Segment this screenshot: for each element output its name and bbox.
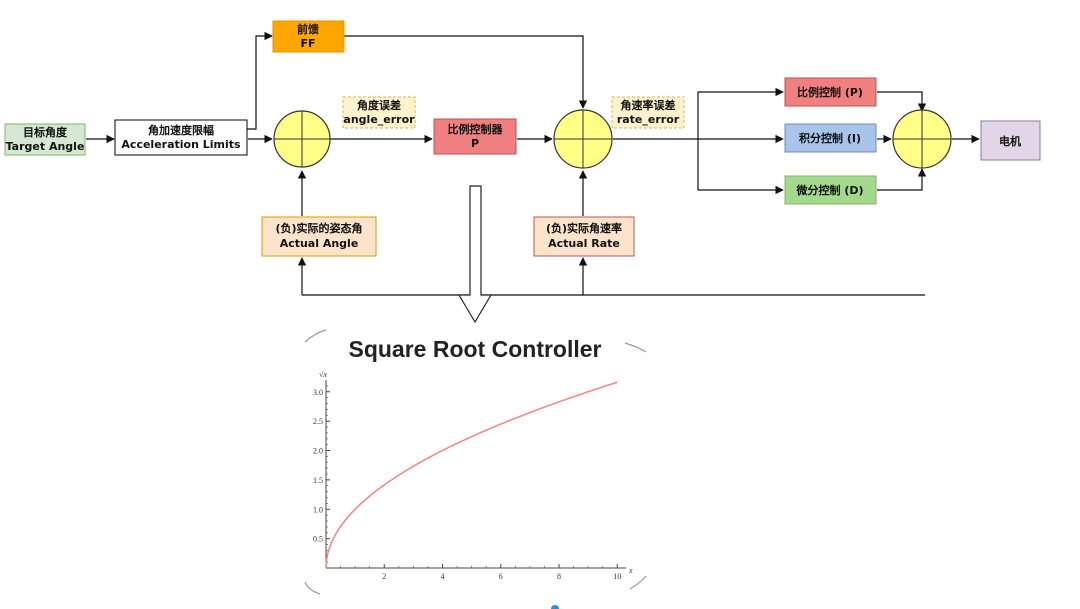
- block-label: (负)实际的姿态角: [275, 221, 362, 235]
- note-rate-error: 角速率误差 rate_error: [611, 96, 685, 129]
- note-label: 角度误差: [357, 98, 401, 112]
- block-label: 比例控制器: [448, 122, 504, 136]
- sum-junction-2: [553, 109, 613, 169]
- block-label: FF: [300, 37, 315, 50]
- block-pid-i: 积分控制 (I): [784, 123, 877, 153]
- block-pid-p: 比例控制 (P): [784, 77, 877, 107]
- block-pid-d: 微分控制 (D): [784, 175, 877, 205]
- wire-dctrl-to-sum3: [877, 168, 927, 191]
- wire-sum2-to-d-ctrl: [697, 139, 784, 195]
- block-motor: 电机: [980, 120, 1041, 161]
- block-label: Actual Rate: [548, 237, 620, 250]
- sum-junction-3: [892, 109, 952, 169]
- chart-corner-mark: [624, 342, 647, 353]
- block-label: 微分控制 (D): [795, 183, 863, 197]
- block-label: P: [471, 137, 479, 150]
- chart-corner-mark: [629, 575, 647, 590]
- y-tick-label: 2.0: [313, 447, 323, 456]
- chart-title: Square Root Controller: [348, 336, 601, 362]
- block-label: Acceleration Limits: [121, 138, 241, 151]
- connection-lines: [86, 31, 980, 296]
- block-label: 前馈: [297, 22, 319, 36]
- block-p-controller: 比例控制器 P: [433, 118, 517, 155]
- note-label: rate_error: [617, 113, 680, 126]
- block-feedforward: 前馈 FF: [272, 20, 345, 53]
- x-tick-label: 10: [613, 572, 621, 581]
- y-tick-label: 1.5: [313, 476, 323, 485]
- y-tick-label: 2.5: [313, 417, 323, 426]
- block-label: Target Angle: [6, 140, 85, 153]
- wire-pctrl-to-sum3: [877, 91, 927, 112]
- note-label: 角速率误差: [621, 98, 676, 112]
- block-label: 目标角度: [23, 125, 68, 139]
- chart-corner-mark: [304, 329, 327, 343]
- chart-corner-mark: [304, 581, 321, 595]
- note-label: angle_error: [343, 113, 415, 126]
- x-axis-label: x: [628, 566, 633, 575]
- block-label: Actual Angle: [280, 237, 359, 250]
- y-tick-label: 3.0: [313, 388, 323, 397]
- wire-limit-to-ff: [247, 31, 273, 130]
- decorative-dot-icon: [551, 605, 559, 609]
- block-label: 比例控制 (P): [797, 85, 863, 99]
- wire-sum2-to-p-ctrl: [697, 87, 784, 139]
- block-actual-rate: (负)实际角速率 Actual Rate: [533, 216, 635, 257]
- x-tick-label: 6: [499, 572, 503, 581]
- block-acceleration-limits: 角加速度限幅 Acceleration Limits: [114, 119, 248, 156]
- series-line-sqrt: [325, 381, 618, 568]
- chart-plot-area: 2 4 6 8 10 0.5 1.0 1.5 2.0 2.5 3.0: [313, 380, 626, 581]
- block-label: 角加速度限幅: [148, 123, 214, 137]
- x-tick-label: 8: [557, 572, 561, 581]
- x-tick-label: 4: [441, 572, 445, 581]
- block-label: (负)实际角速率: [546, 221, 622, 235]
- wire-ff-to-sum2: [344, 35, 588, 109]
- y-tick-label: 1.0: [313, 505, 323, 514]
- block-actual-angle: (负)实际的姿态角 Actual Angle: [261, 216, 377, 257]
- sqrt-chart: Square Root Controller √x x 2 4 6 8 10 0.5 1.0…: [304, 329, 647, 595]
- x-tick-label: 2: [382, 572, 386, 581]
- hollow-down-arrow-icon: [457, 185, 493, 324]
- note-angle-error: 角度误差 angle_error: [342, 96, 416, 129]
- block-label: 积分控制 (I): [799, 131, 861, 145]
- y-axis-label: √x: [319, 370, 327, 379]
- block-target: 目标角度 Target Angle: [4, 123, 86, 156]
- sum-junction-1: [273, 110, 331, 168]
- y-tick-label: 0.5: [313, 535, 323, 544]
- block-label: 电机: [999, 134, 1021, 148]
